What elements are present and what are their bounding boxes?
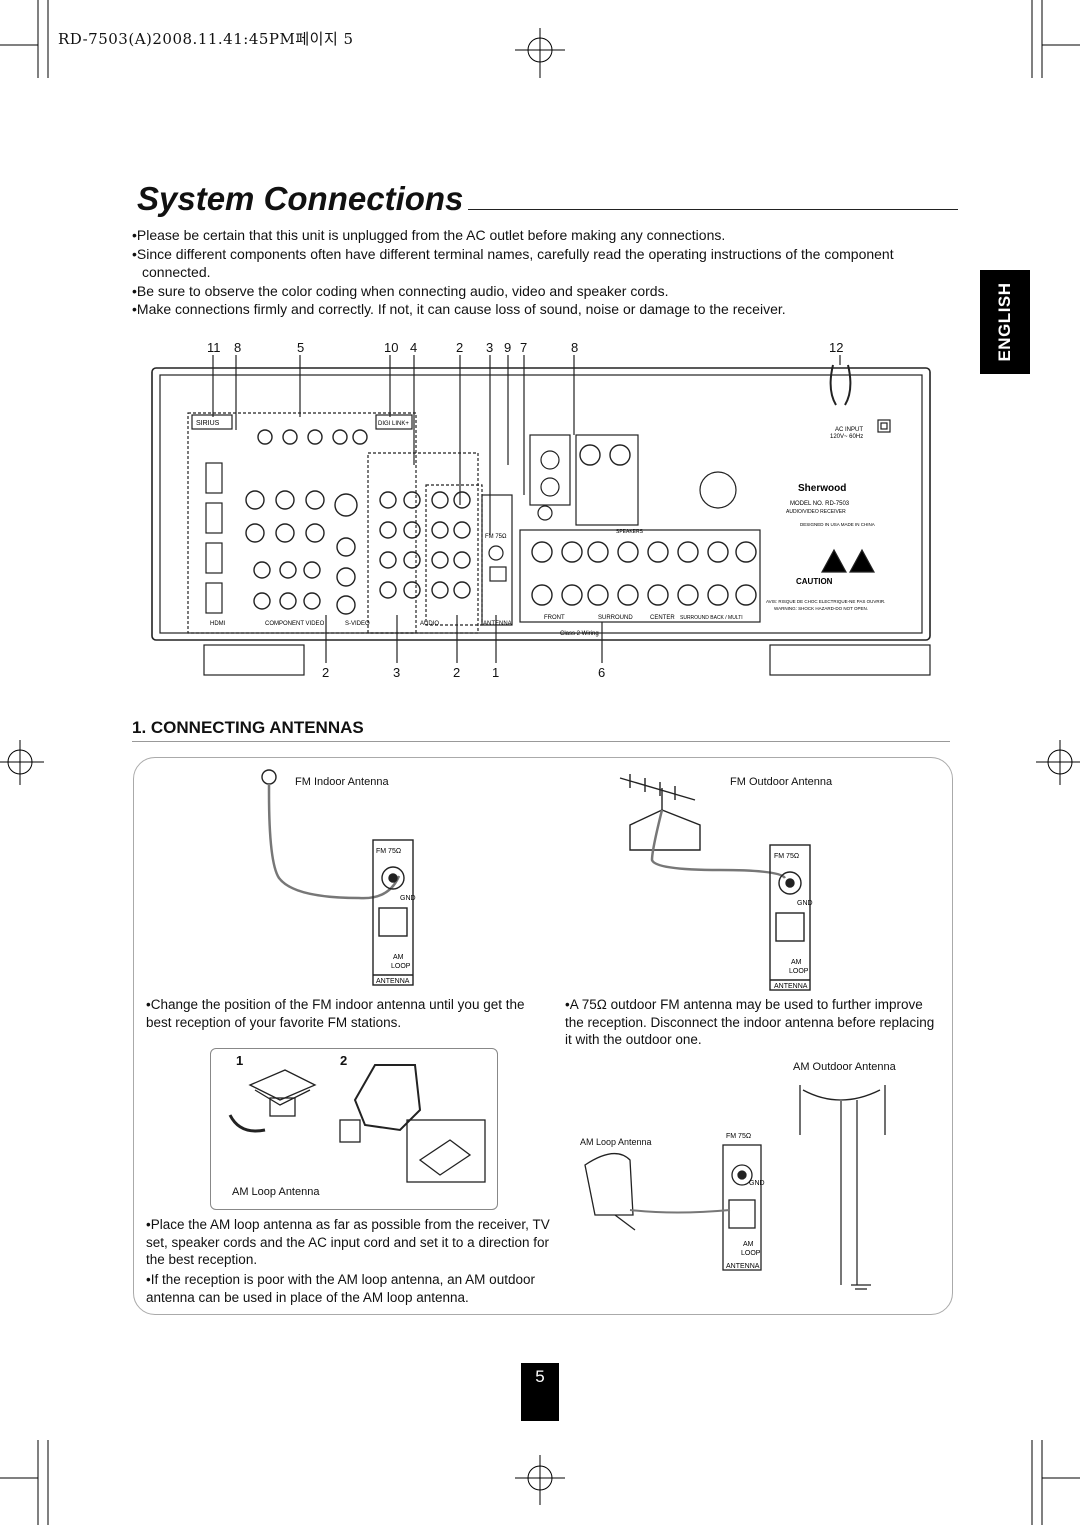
callout: 1 xyxy=(492,665,500,680)
callout: 7 xyxy=(520,340,528,355)
callout: 3 xyxy=(393,665,401,680)
terminal-antenna: ANTENNA xyxy=(774,983,808,990)
print-header: RD-7503(A)2008.11.41:45PM페이지 5 xyxy=(58,30,354,48)
terminal-antenna: ANTENNA xyxy=(376,978,410,985)
callout: 4 xyxy=(410,340,418,355)
terminal-loop: LOOP xyxy=(789,968,809,975)
label-surround: SURROUND xyxy=(598,615,633,621)
am-loop-label-left: AM Loop Antenna xyxy=(232,1186,320,1198)
terminal-gnd: GND xyxy=(797,900,813,907)
top-callouts: 11 8 5 10 4 2 3 9 7 8 12 xyxy=(0,340,1080,356)
label-audio: AUDIO xyxy=(420,621,439,627)
callout: 2 xyxy=(456,340,464,355)
terminal-antenna: ANTENNA xyxy=(726,1263,760,1270)
am-outdoor-diagram: FM 75Ω GND AM LOOP ANTENNA xyxy=(584,1085,886,1290)
am-loop-label-right: AM Loop Antenna xyxy=(580,1137,652,1147)
label-ac-rating: 120V~ 60Hz xyxy=(830,434,863,440)
fm-outdoor-label: FM Outdoor Antenna xyxy=(730,776,833,788)
fm-indoor-label: FM Indoor Antenna xyxy=(295,776,389,788)
label-antenna: ANTENNA xyxy=(483,621,512,627)
label-fm75: FM 75Ω xyxy=(485,534,507,540)
terminal-fm: FM 75Ω xyxy=(726,1133,751,1140)
label-model: MODEL NO. RD-7503 xyxy=(790,501,850,507)
page-number: 5 xyxy=(521,1363,559,1421)
label-product: AUDIO/VIDEO RECEIVER xyxy=(786,509,846,515)
intro-bullet: •Make connections firmly and correctly. … xyxy=(132,301,786,317)
intro-bullet: •Please be certain that this unit is unp… xyxy=(132,227,726,243)
terminal-fm: FM 75Ω xyxy=(774,853,799,860)
terminal-am: AM xyxy=(393,954,404,961)
label-center: CENTER xyxy=(650,615,675,621)
label-ac-input: AC INPUT xyxy=(835,427,863,433)
language-tab: ENGLISH xyxy=(980,270,1030,374)
callout: 12 xyxy=(829,340,844,355)
callout: 10 xyxy=(384,340,399,355)
label-class2: Class 2 Wiring xyxy=(560,631,599,637)
label-caution: CAUTION xyxy=(796,577,833,586)
am-text-1: •Place the AM loop antenna as far as pos… xyxy=(146,1217,550,1267)
page-title: System Connections xyxy=(137,180,464,217)
callout: 6 xyxy=(598,665,606,680)
label-digi-link: DIGI LINK+ xyxy=(378,421,409,427)
terminal-gnd: GND xyxy=(749,1180,765,1187)
step-2: 2 xyxy=(340,1053,348,1068)
callout: 8 xyxy=(571,340,579,355)
label-component-video: COMPONENT VIDEO xyxy=(265,621,325,627)
fm-outdoor-text: •A 75Ω outdoor FM antenna may be used to… xyxy=(565,997,935,1047)
label-hdmi: HDMI xyxy=(210,621,226,627)
fm-indoor-diagram: FM 75Ω GND AM LOOP ANTENNA xyxy=(261,769,416,986)
callout: 2 xyxy=(322,665,330,680)
intro-bullet: •Be sure to observe the color coding whe… xyxy=(132,282,669,299)
callout: 8 xyxy=(234,340,242,355)
am-loop-steps xyxy=(210,1048,498,1210)
label-front: FRONT xyxy=(544,615,565,621)
terminal-am: AM xyxy=(791,959,802,966)
title-rule xyxy=(468,209,958,210)
callout: 9 xyxy=(504,340,512,355)
callout: 3 xyxy=(486,340,494,355)
receiver-rear-panel: SIRIUS DIGI LINK+ HDMI COMPONENT VIDEO S… xyxy=(151,355,931,676)
intro-bullets: •Please be certain that this unit is unp… xyxy=(132,226,962,319)
antenna-panel xyxy=(133,757,953,1315)
callout: 11 xyxy=(207,340,221,355)
label-sirius: SIRIUS xyxy=(196,420,220,427)
label-caution-fr: AVIS: RISQUE DE CHOC ELECTRIQUE-NE PAS O… xyxy=(766,599,885,604)
brand-logo: Sherwood xyxy=(798,483,846,494)
am-text-2: •If the reception is poor with the AM lo… xyxy=(146,1272,535,1305)
bottom-callouts: 2 3 2 1 6 xyxy=(0,665,1080,681)
terminal-am: AM xyxy=(743,1241,754,1248)
am-loop-assembly xyxy=(228,1064,486,1183)
am-outdoor-label: AM Outdoor Antenna xyxy=(793,1061,896,1073)
terminal-loop: LOOP xyxy=(391,963,411,970)
label-caution-en: WARNING: SHOCK HAZARD-DO NOT OPEN. xyxy=(774,606,868,611)
callout: 2 xyxy=(453,665,461,680)
section-heading: 1. CONNECTING ANTENNAS xyxy=(132,718,364,737)
intro-bullet: •Since different components often have d… xyxy=(132,245,894,281)
step-1: 1 xyxy=(236,1053,244,1068)
callout: 5 xyxy=(297,340,305,355)
section-rule xyxy=(132,741,950,742)
fm-indoor-text: •Change the position of the FM indoor an… xyxy=(146,997,525,1030)
fm-outdoor-diagram: FM 75Ω GND AM LOOP ANTENNA xyxy=(619,774,813,991)
label-surround-back: SURROUND BACK / MULTI xyxy=(680,615,743,621)
label-made-in: DESIGNED IN USA MADE IN CHINA xyxy=(800,522,875,527)
terminal-loop: LOOP xyxy=(741,1250,761,1257)
label-speakers: SPEAKERS xyxy=(616,529,644,535)
terminal-fm: FM 75Ω xyxy=(376,848,401,855)
terminal-gnd: GND xyxy=(400,895,416,902)
label-s-video: S-VIDEO xyxy=(345,621,370,627)
